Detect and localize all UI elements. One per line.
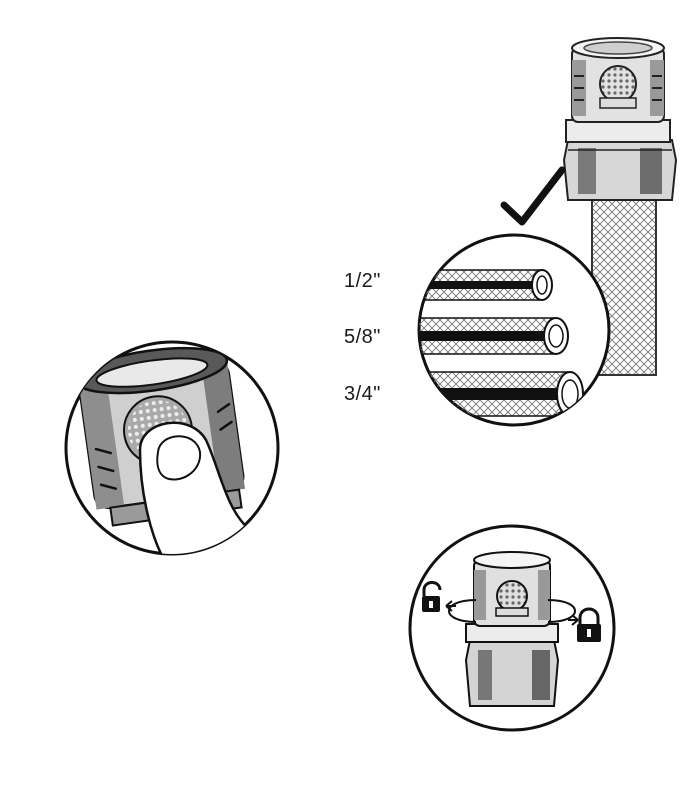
hose-half-inch bbox=[419, 269, 553, 301]
rotation-arc bbox=[547, 599, 576, 623]
release-button bbox=[599, 65, 637, 103]
hose-size-label: 5/8" bbox=[344, 326, 381, 348]
hose-five-eighths-inch bbox=[419, 317, 569, 355]
nut-shadow bbox=[578, 148, 596, 194]
nut-shadow bbox=[640, 148, 662, 194]
hose-size-label: 3/4" bbox=[344, 383, 381, 405]
connector-with-hose bbox=[562, 37, 678, 376]
rotation-arc bbox=[448, 599, 477, 623]
collar bbox=[565, 119, 671, 143]
hose-three-quarter-inch bbox=[419, 371, 584, 417]
arrow-left bbox=[445, 600, 456, 612]
release-button bbox=[496, 580, 528, 612]
thumbnail bbox=[156, 435, 202, 481]
arrow-right bbox=[568, 614, 579, 626]
hose-size-label: 1/2" bbox=[344, 270, 381, 292]
lock-rotation-callout bbox=[408, 524, 616, 732]
press-button-callout bbox=[64, 340, 280, 556]
check-mark-icon bbox=[500, 166, 566, 226]
lock-icon bbox=[577, 607, 601, 642]
unlock-icon bbox=[422, 581, 442, 612]
hose-sizes-callout bbox=[417, 233, 611, 427]
